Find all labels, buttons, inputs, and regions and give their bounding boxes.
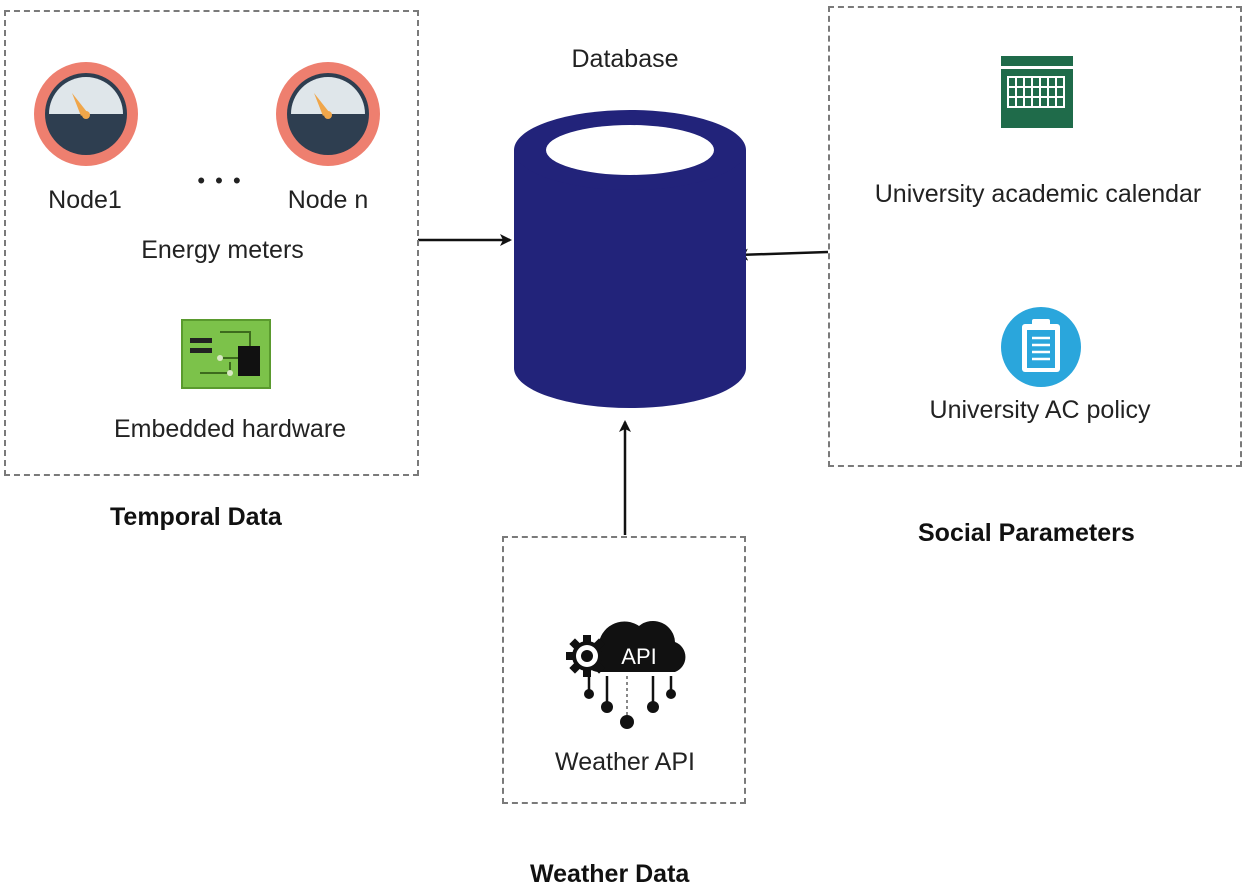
circuit-board-icon (181, 319, 271, 389)
ac-policy-label: University AC policy (929, 396, 1151, 424)
gauge-icon (34, 62, 138, 166)
database-icon (514, 110, 746, 408)
social-parameters-title: Social Parameters (918, 519, 1135, 547)
weather-data-group (502, 536, 746, 804)
clipboard-icon (1001, 307, 1081, 387)
arrow-social-to-database (736, 248, 829, 261)
temporal-data-title: Temporal Data (110, 503, 282, 531)
weather-api-label: Weather API (555, 748, 695, 776)
calendar-icon (1001, 56, 1073, 128)
temporal-data-group (4, 10, 419, 476)
nodes-ellipsis: • • • (197, 168, 243, 193)
embedded-hardware-label: Embedded hardware (113, 415, 347, 443)
social-parameters-group (828, 6, 1242, 467)
database-label: Database (571, 45, 679, 73)
cloud-api-icon: API (566, 620, 686, 729)
academic-calendar-label: University academic calendar (874, 180, 1202, 208)
gauge-icon (276, 62, 380, 166)
weather-data-title: Weather Data (530, 860, 690, 888)
node-last-label: Node n (287, 186, 369, 214)
node-first-label: Node1 (48, 186, 122, 214)
energy-meters-label: Energy meters (141, 236, 304, 264)
api-icon-text: API (621, 644, 656, 669)
